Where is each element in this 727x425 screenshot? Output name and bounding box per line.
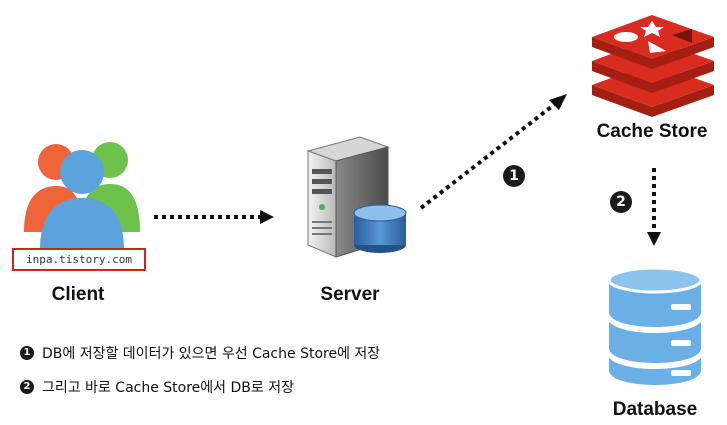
note-2-text: 그리고 바로 Cache Store에서 DB로 저장 (42, 380, 294, 396)
cache-store-icon (592, 15, 714, 117)
step-1-badge: 1 (503, 165, 525, 187)
client-label: Client (51, 284, 105, 305)
watermark-label: inpa.tistory.com (12, 248, 146, 271)
note-1-marker: 1 (20, 346, 34, 360)
note-2-marker: 2 (20, 380, 34, 394)
server-label: Server (320, 284, 380, 305)
database-label: Database (612, 399, 698, 420)
note-1: 1 DB에 저장할 데이터가 있으면 우선 Cache Store에 저장 (20, 343, 380, 363)
arrow-server-cache (419, 94, 567, 210)
step-2-badge: 2 (610, 191, 632, 213)
cache-store-label: Cache Store (596, 121, 708, 142)
client-users-icon (24, 142, 140, 250)
server-icon (306, 136, 407, 258)
note-2: 2 그리고 바로 Cache Store에서 DB로 저장 (20, 377, 294, 397)
database-icon (607, 266, 703, 385)
arrow-client-server (154, 210, 274, 224)
arrow-cache-database (647, 168, 661, 246)
note-1-text: DB에 저장할 데이터가 있으면 우선 Cache Store에 저장 (42, 346, 381, 362)
